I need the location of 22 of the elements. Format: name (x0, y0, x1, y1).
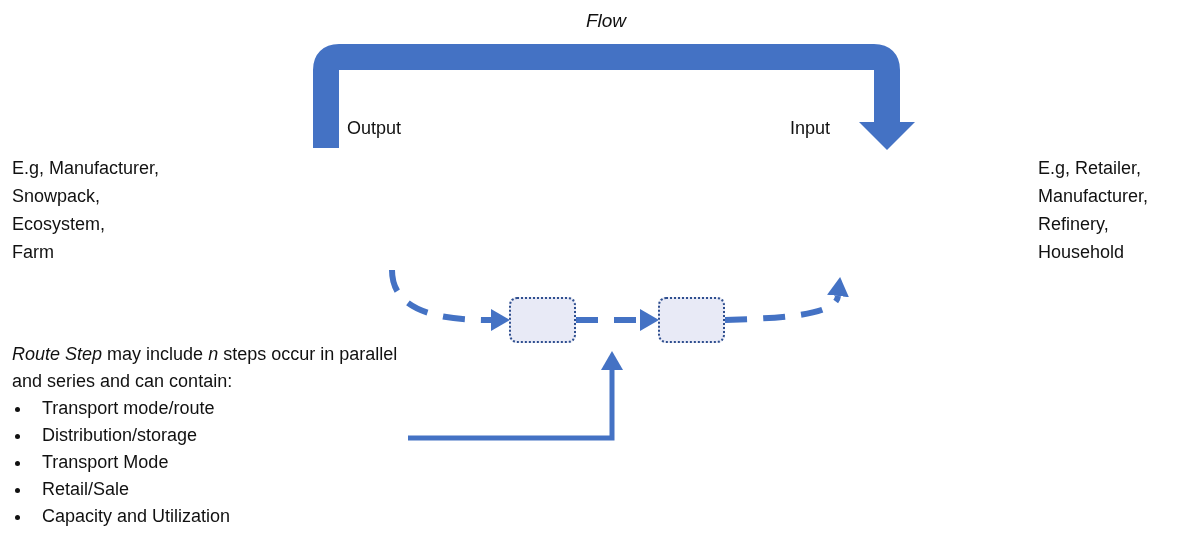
arrow (724, 277, 849, 323)
arrow (576, 309, 659, 331)
bullet-item: Transport mode/route (12, 395, 404, 422)
example-text: Farm (12, 241, 55, 264)
bullet-item: Retail/Sale (12, 476, 404, 503)
bullet-item: Distribution/storage (12, 422, 404, 449)
example-text: E.g, Retailer, (1038, 157, 1143, 180)
example-text: Ecosystem, (12, 213, 107, 236)
node-label: Input (790, 114, 844, 142)
arrow (389, 269, 510, 331)
example-text: Snowpack, (12, 185, 102, 208)
description-text: Route Step may include n steps occur in parallel and series and can contain: (12, 343, 399, 393)
example-text: Household (1038, 241, 1126, 264)
node-label: Output (347, 114, 423, 142)
step-box (658, 297, 725, 343)
example-text: E.g, Manufacturer, (12, 157, 161, 180)
bullet-item: Capacity and Utilization (12, 503, 404, 530)
bullet-item: Transport Mode (12, 449, 404, 476)
arrow (408, 351, 623, 441)
example-text: Refinery, (1038, 213, 1110, 236)
example-text: Manufacturer, (1038, 185, 1150, 208)
step-box (509, 297, 576, 343)
